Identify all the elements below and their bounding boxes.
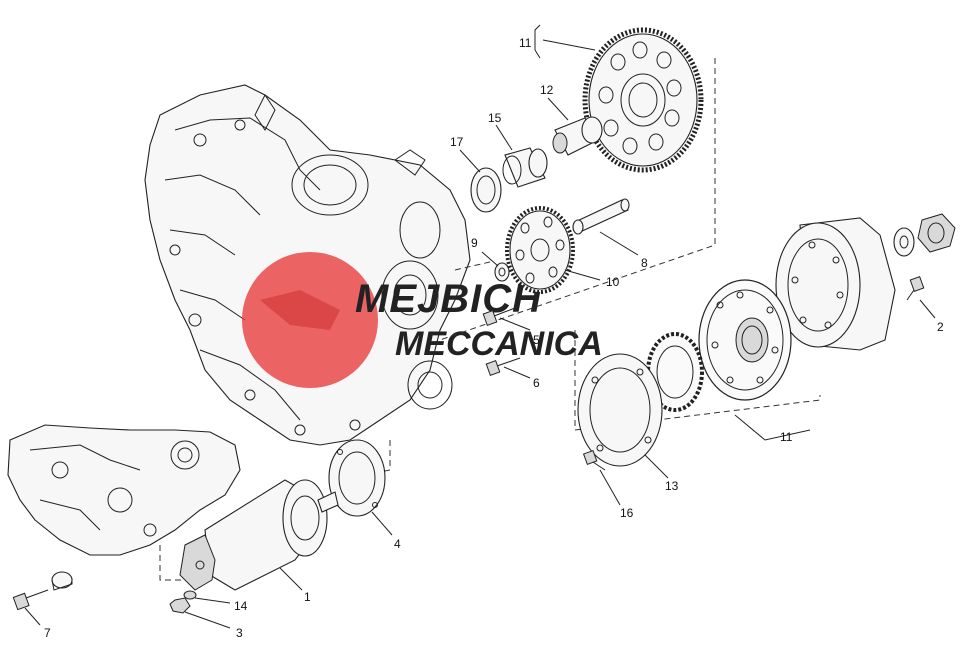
starter-ring-gear — [582, 27, 704, 173]
callout-11-bottom: 11 — [780, 430, 793, 444]
bushing-12 — [552, 116, 603, 156]
callout-12: 12 — [540, 83, 554, 97]
idler-gear-10 — [505, 206, 575, 294]
watermark-line1: MEJBICH — [355, 277, 542, 321]
washer-14 — [183, 590, 197, 600]
spacer-7 — [51, 571, 73, 591]
bolt-16 — [582, 449, 606, 471]
starter-clutch-hub — [698, 279, 792, 401]
bolt-2 — [906, 276, 925, 301]
bushing-15 — [502, 147, 548, 188]
shaft-8 — [572, 198, 630, 235]
callout-2: 2 — [937, 320, 944, 334]
callout-1: 1 — [304, 590, 311, 604]
callout-11-top: 11 — [519, 36, 532, 50]
watermark-logo: MEJBICH MECCANICA — [242, 252, 603, 388]
callout-4: 4 — [394, 537, 401, 551]
engine-crankcase-inset — [7, 424, 241, 556]
callout-14: 14 — [234, 599, 248, 613]
callout-17: 17 — [450, 135, 464, 149]
callout-13: 13 — [665, 479, 679, 493]
callout-8: 8 — [641, 256, 648, 270]
washer-17 — [470, 167, 502, 213]
callout-9: 9 — [471, 236, 478, 250]
callout-5: 5 — [533, 333, 540, 347]
callout-15: 15 — [488, 111, 502, 125]
watermark-line2: MECCANICA — [395, 325, 603, 363]
starter-motor — [179, 479, 339, 591]
nut-right — [917, 213, 956, 253]
leader-lines — [24, 24, 936, 629]
callout-3: 3 — [236, 626, 243, 640]
callout-labels: 11 12 15 17 9 8 10 5 6 2 11 13 16 4 1 14… — [44, 36, 944, 640]
washer-right — [893, 227, 915, 257]
callout-10: 10 — [606, 275, 620, 289]
callout-7: 7 — [44, 626, 51, 640]
bolt-6 — [485, 357, 521, 376]
alternator-rotor — [775, 217, 896, 351]
nut-3 — [169, 597, 191, 614]
callout-16: 16 — [620, 506, 634, 520]
gasket-13 — [577, 353, 663, 467]
washer-9 — [494, 262, 510, 282]
bolt-5 — [482, 307, 516, 326]
callout-6: 6 — [533, 376, 540, 390]
gasket-4 — [328, 439, 386, 517]
bolt-7 — [12, 589, 49, 611]
